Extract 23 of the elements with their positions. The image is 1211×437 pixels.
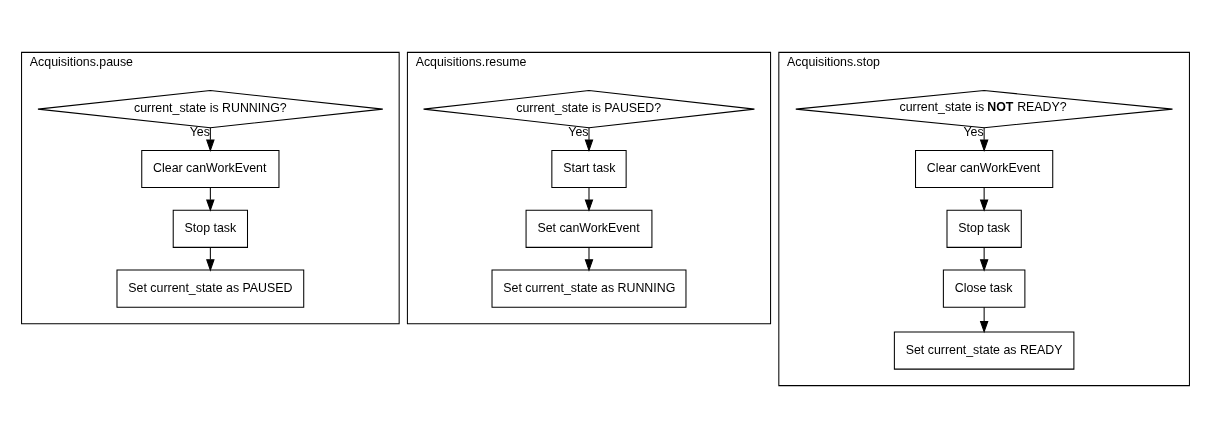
arrow	[979, 126, 989, 152]
node-box: Set canWorkEvent	[525, 209, 653, 248]
node-diamond: current_state is PAUSED?	[423, 89, 755, 128]
arrow	[206, 126, 215, 152]
arrow	[584, 186, 594, 212]
node-diamond: current_state is NOT READY?	[795, 89, 1173, 128]
arrow	[979, 186, 989, 212]
arrow	[979, 306, 989, 333]
arrow	[979, 246, 989, 272]
arrow	[584, 126, 594, 152]
arrow	[206, 186, 215, 212]
node-box: Set current_state as READY	[893, 330, 1075, 370]
node-box: Set current_state as PAUSED	[116, 269, 305, 308]
node-box: Close task	[942, 269, 1026, 308]
node-box: Set current_state as RUNNING	[491, 269, 687, 308]
node-box: Start task	[551, 149, 627, 188]
arrow	[206, 246, 215, 272]
arrow	[584, 246, 594, 272]
node-diamond: current_state is RUNNING?	[37, 89, 384, 128]
node-box: Clear canWorkEvent	[915, 149, 1054, 188]
node-box: Stop task	[172, 209, 248, 248]
node-box: Stop task	[946, 209, 1022, 248]
node-box: Clear canWorkEvent	[141, 149, 280, 188]
